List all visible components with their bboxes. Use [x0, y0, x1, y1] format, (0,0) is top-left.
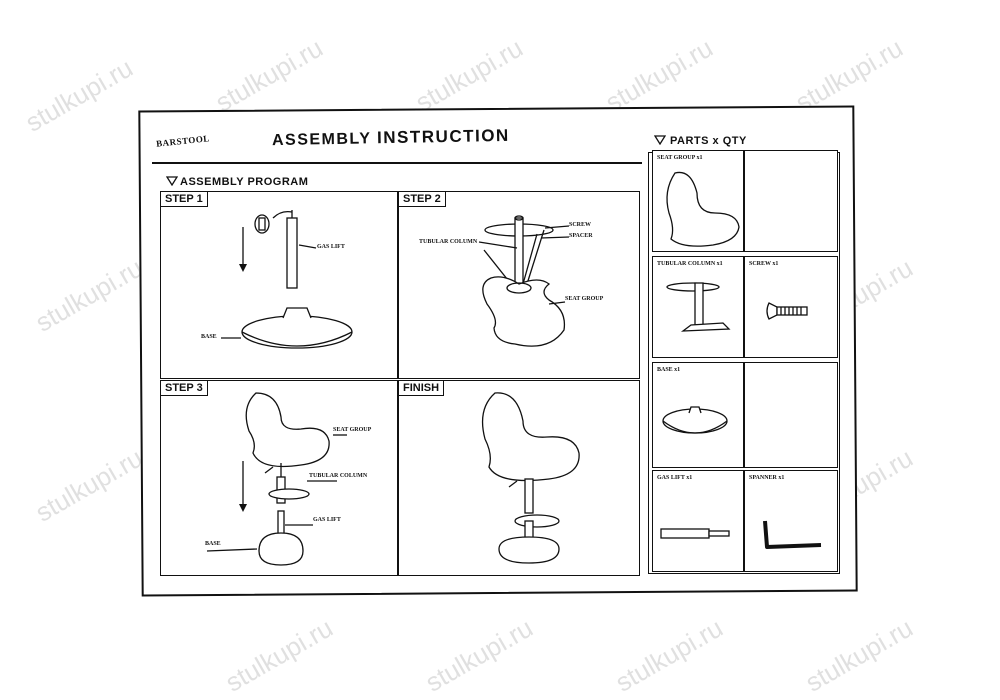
title-word-2: INSTRUCTION — [376, 125, 510, 148]
step-2-panel: STEP 2 SCREW SPACER TUBULAR COLUMN SEAT … — [398, 191, 640, 379]
part-label: SPANNER x1 — [749, 475, 785, 481]
triangle-icon — [165, 176, 179, 187]
tubular-column-label: TUBULAR COLUMN — [419, 239, 478, 245]
finish-panel: FINISH — [398, 380, 640, 576]
parts-heading-text: PARTS x QTY — [670, 135, 747, 147]
tubular-column-icon — [666, 282, 731, 332]
tubular-column-label: TUBULAR COLUMN — [309, 473, 368, 479]
base-icon — [662, 406, 728, 434]
page-title: ASSEMBLY INSTRUCTION — [272, 126, 510, 150]
part-seat-group: SEAT GROUP x1 — [652, 150, 744, 252]
part-label: SEAT GROUP x1 — [657, 155, 703, 161]
watermark-text: stulkupi.ru — [800, 612, 918, 698]
gas-lift-label: GAS LIFT — [317, 244, 345, 250]
gas-lift-label: GAS LIFT — [313, 517, 341, 523]
step-1-panel: STEP 1 GAS LIFT BASE — [160, 191, 398, 379]
watermark-text: stulkupi.ru — [20, 52, 138, 138]
title-word-1: ASSEMBLY — [271, 130, 372, 150]
seat-group-icon — [666, 171, 740, 247]
part-tubular-column: TUBULAR COLUMN x1 — [652, 256, 744, 358]
screw-label: SCREW — [569, 222, 592, 228]
watermark-text: stulkupi.ru — [220, 612, 338, 698]
watermark-text: stulkupi.ru — [420, 612, 538, 698]
triangle-icon — [653, 135, 667, 146]
base-label: BASE — [205, 541, 221, 547]
program-heading: ASSEMBLY PROGRAM — [165, 176, 309, 188]
watermark-text: stulkupi.ru — [210, 32, 328, 118]
part-label: BASE x1 — [657, 367, 681, 373]
gas-lift-icon — [660, 528, 730, 539]
part-empty-cell — [744, 362, 838, 468]
part-base: BASE x1 — [652, 362, 744, 468]
part-label: GAS LIFT x1 — [657, 475, 693, 481]
finish-tag: FINISH — [399, 381, 445, 396]
parts-heading: PARTS x QTY — [653, 135, 747, 147]
step-3-drawing — [206, 392, 347, 566]
program-heading-text: ASSEMBLY PROGRAM — [180, 176, 309, 188]
title-divider — [152, 162, 642, 164]
watermark-text: stulkupi.ru — [410, 32, 528, 118]
seat-group-label: SEAT GROUP — [333, 427, 372, 433]
step-3-tag: STEP 3 — [161, 381, 208, 396]
base-label: BASE — [201, 334, 217, 340]
step-1-drawing — [221, 210, 353, 349]
part-label: SCREW x1 — [749, 261, 779, 267]
spacer-label: SPACER — [569, 233, 593, 239]
step-2-drawing — [478, 215, 570, 347]
step-2-tag: STEP 2 — [399, 192, 446, 207]
part-empty-cell — [744, 150, 838, 252]
watermark-text: stulkupi.ru — [610, 612, 728, 698]
screw-icon — [766, 302, 808, 320]
spanner-icon — [763, 520, 822, 549]
part-screw: SCREW x1 — [744, 256, 838, 358]
step-3-panel: STEP 3 SEAT GROUP TUBULAR COLUMN GAS LIF… — [160, 380, 398, 576]
step-1-tag: STEP 1 — [161, 192, 208, 207]
seat-group-label: SEAT GROUP — [565, 296, 604, 302]
part-spanner: SPANNER x1 — [744, 470, 838, 572]
part-gas-lift: GAS LIFT x1 — [652, 470, 744, 572]
watermark-text: stulkupi.ru — [30, 442, 148, 528]
finish-drawing — [481, 392, 580, 564]
watermark-text: stulkupi.ru — [30, 252, 148, 338]
part-label: TUBULAR COLUMN x1 — [657, 261, 723, 267]
